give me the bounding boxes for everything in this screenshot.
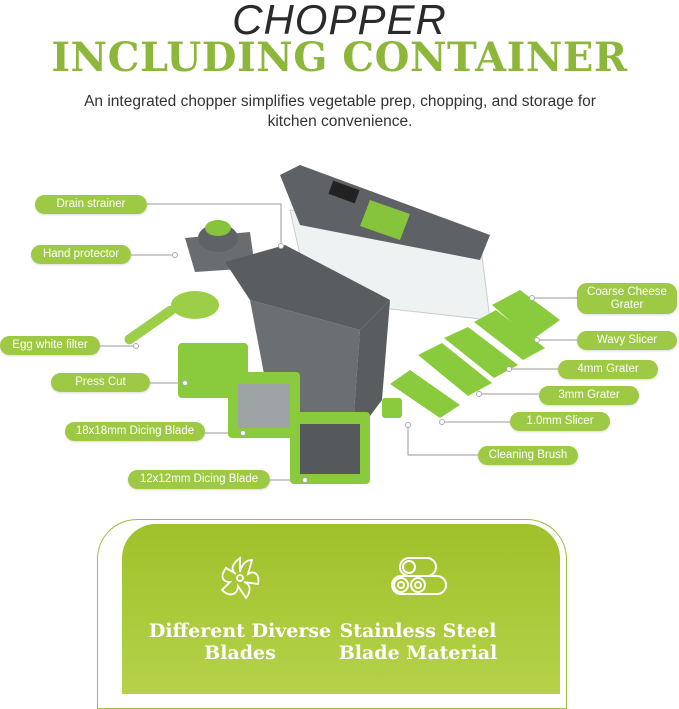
steel-rolls-icon xyxy=(391,557,447,595)
label-dicing-12: 12x12mm Dicing Blade xyxy=(128,470,270,489)
label-egg-white-filter: Egg white filter xyxy=(0,336,100,355)
label-1mm-slicer: 1.0mm Slicer xyxy=(510,412,610,431)
shuriken-blade-icon xyxy=(220,556,260,600)
feature-text: Stainless Steel Blade Material xyxy=(338,620,498,664)
label-hand-protector: Hand protector xyxy=(31,245,131,264)
label-3mm-grater: 3mm Grater xyxy=(539,386,639,405)
subtitle: INCLUDING CONTAINER xyxy=(51,34,628,81)
title: CHOPPER xyxy=(232,0,447,43)
label-coarse-cheese-grater: Coarse Cheese Grater xyxy=(577,283,677,314)
leader-lines xyxy=(100,203,577,481)
drain-strainer xyxy=(225,245,390,440)
leader-dots xyxy=(133,243,540,483)
dicing-blade-12 xyxy=(290,412,370,484)
egg-white-filter xyxy=(124,291,219,345)
features-card: Different Diverse Blades Stainless Steel… xyxy=(122,524,560,694)
dicing-blade-18 xyxy=(228,372,300,438)
label-wavy-slicer: Wavy Slicer xyxy=(577,331,677,350)
feature-text: Different Diverse Blades xyxy=(148,620,332,664)
label-cleaning-brush: Cleaning Brush xyxy=(478,446,578,465)
description: An integrated chopper simplifies vegetab… xyxy=(84,93,596,130)
label-dicing-18: 18x18mm Dicing Blade xyxy=(65,422,205,441)
label-press-cut: Press Cut xyxy=(51,373,150,392)
graters xyxy=(382,290,560,418)
label-drain-strainer: Drain strainer xyxy=(35,195,147,214)
product-illustration xyxy=(100,165,577,484)
label-4mm-grater: 4mm Grater xyxy=(558,360,658,379)
